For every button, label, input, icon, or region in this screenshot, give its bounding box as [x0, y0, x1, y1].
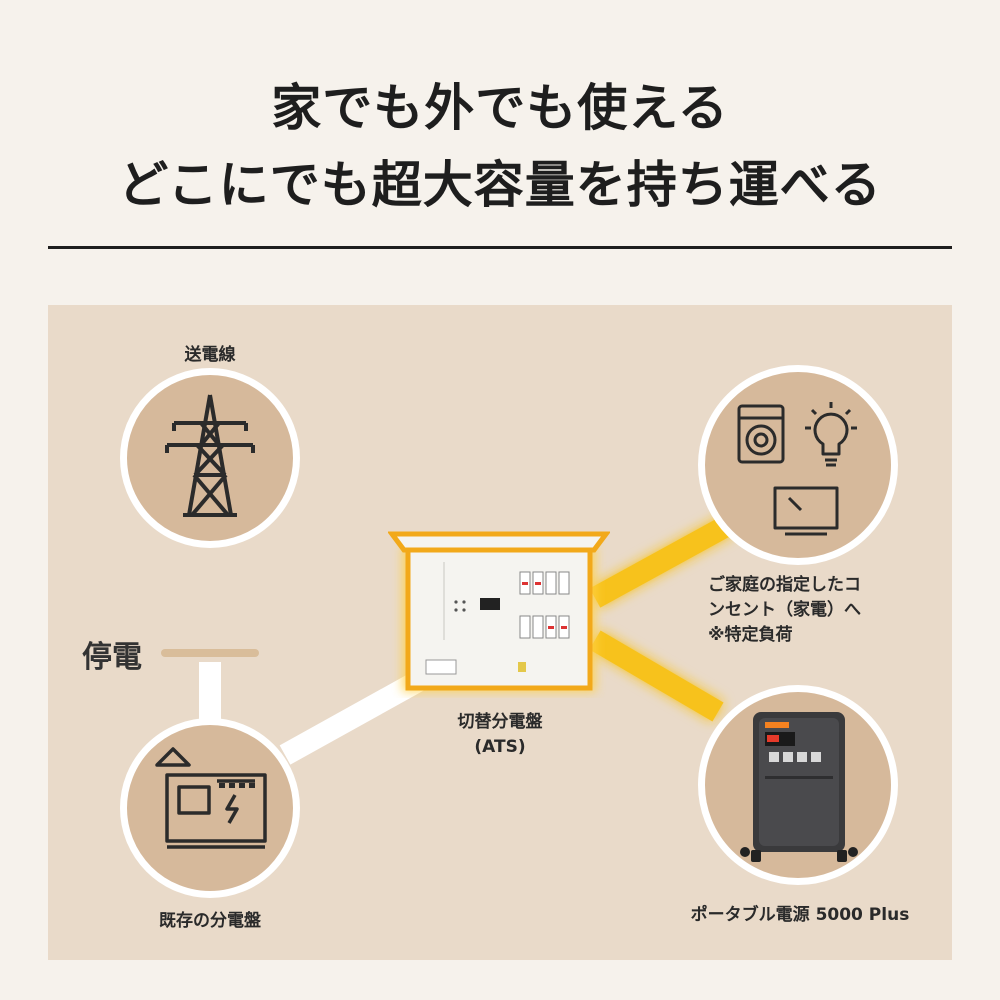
- power-station-image: [740, 712, 858, 862]
- ats-panel-label-2: (ATS): [474, 737, 526, 757]
- blackout-label: 停電: [82, 640, 142, 675]
- light-bulb-icon: [813, 412, 849, 456]
- line-existing-to-ats: [279, 670, 426, 765]
- power-tower-icon: [165, 394, 255, 517]
- appliances-label-2: ンセント（家電）へ: [708, 600, 861, 620]
- headline-line-2: どこにでも超大容量を持ち運べる: [118, 156, 882, 214]
- monitor-icon: [773, 486, 839, 530]
- divider-rule: [48, 246, 952, 249]
- washing-machine-icon: [737, 404, 785, 464]
- ats-panel-label-1: 切替分電盤: [457, 712, 543, 732]
- line-ats-to-outlets: [589, 515, 734, 608]
- appliances-label-3: ※特定負荷: [708, 625, 793, 645]
- power-line-node: [120, 368, 300, 548]
- existing-panel-node: [120, 718, 300, 898]
- power-station-node: [698, 685, 898, 885]
- generator-panel-icon: [155, 747, 267, 849]
- appliances-node: [698, 365, 898, 565]
- power-station-label: ポータブル電源 5000 Plus: [690, 905, 910, 925]
- appliances-label-1: ご家庭の指定したコ: [708, 575, 861, 595]
- power-line-label: 送電線: [184, 345, 236, 365]
- existing-panel-label: 既存の分電盤: [159, 911, 261, 931]
- line-ats-to-power: [589, 630, 724, 722]
- headline-line-1: 家でも外でも使える: [271, 79, 729, 137]
- appliances-icon: [737, 402, 857, 536]
- ats-panel-image: [388, 531, 610, 692]
